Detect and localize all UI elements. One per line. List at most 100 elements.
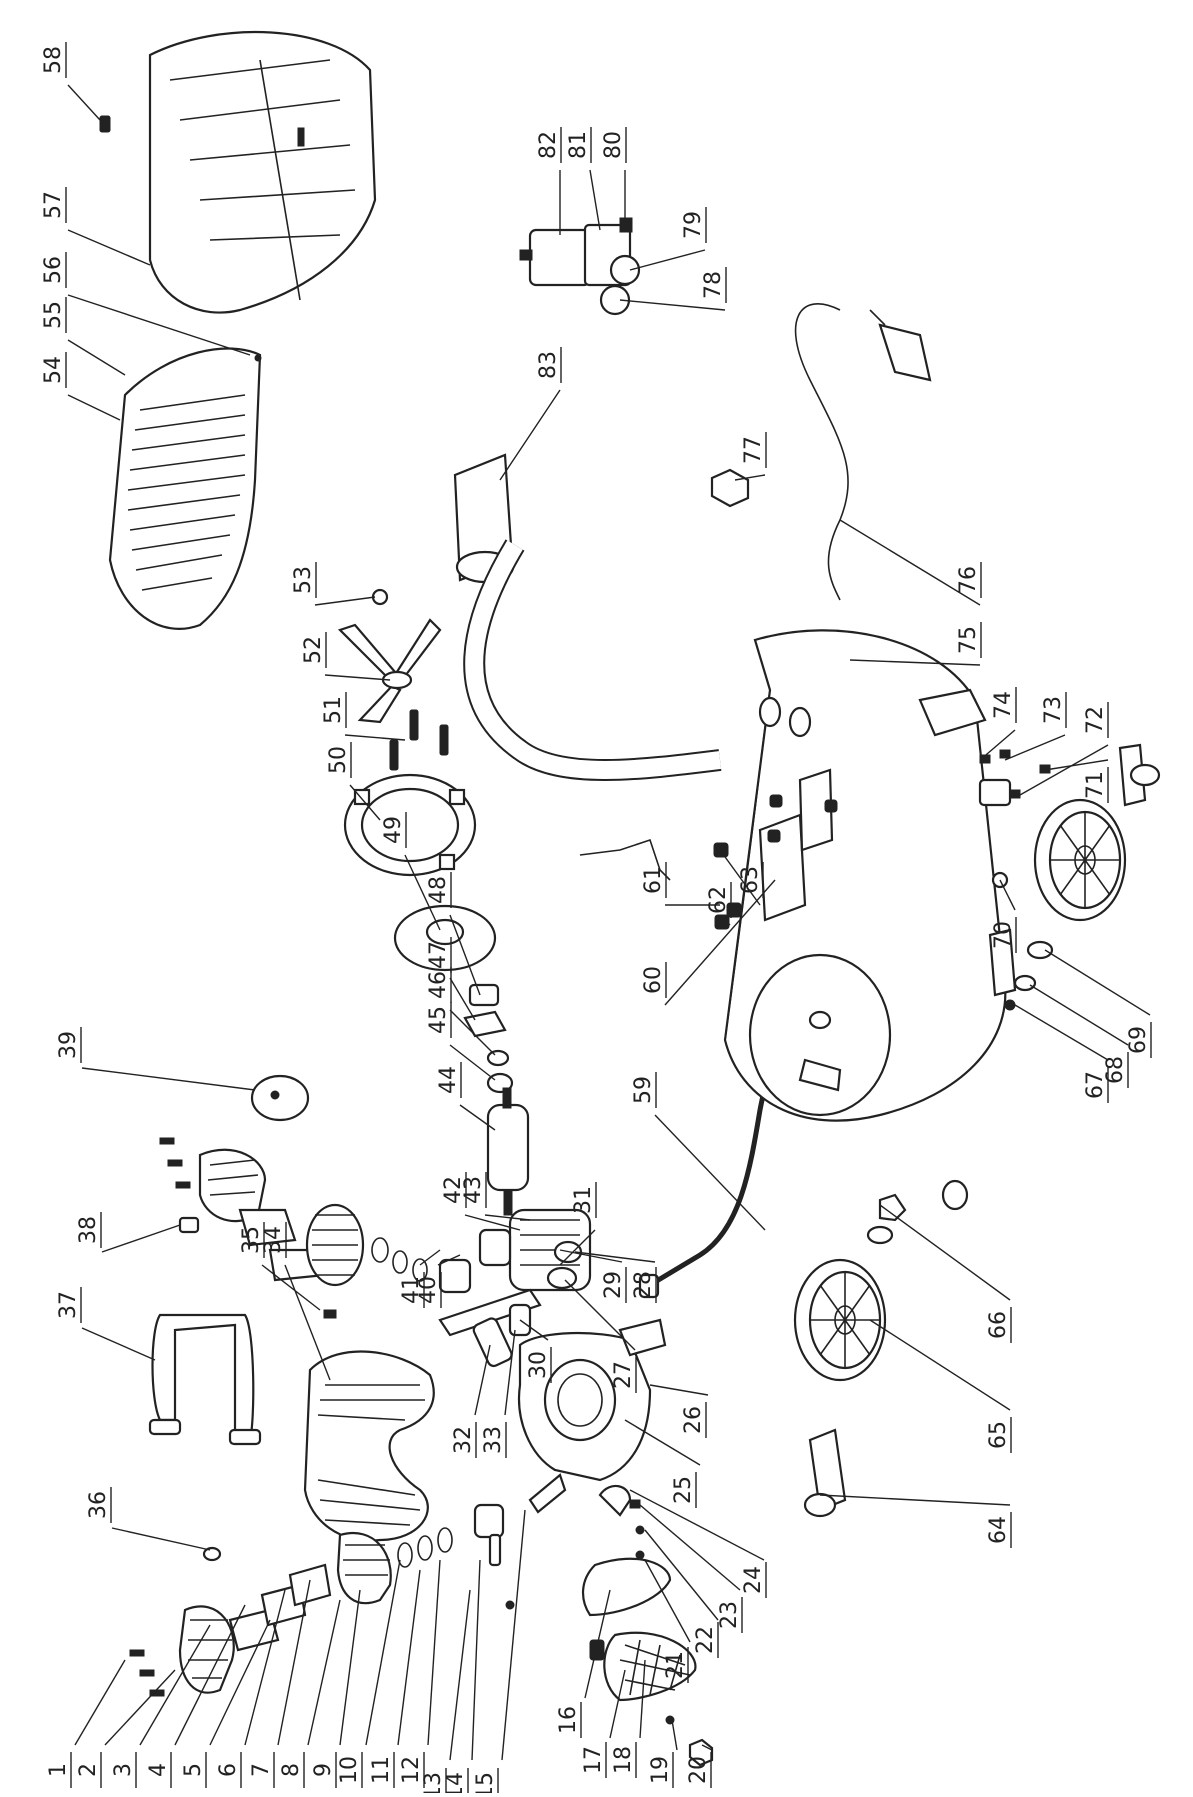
fitting-36 xyxy=(202,1546,222,1562)
leader-line-25 xyxy=(624,1419,701,1466)
callout-label-79: 79 xyxy=(681,211,706,239)
leader-line-63 xyxy=(719,849,761,906)
leader-line-28 xyxy=(574,1251,656,1263)
leader-line-81 xyxy=(589,169,601,231)
leader-line-27 xyxy=(564,1279,636,1351)
callout-label-6: 6 xyxy=(216,1763,241,1777)
shroud-screw xyxy=(99,115,111,133)
callout-label-78: 78 xyxy=(701,271,726,299)
leader-line-33 xyxy=(504,1329,516,1416)
callout-label-43: 43 xyxy=(461,1176,486,1204)
callout-label-4: 4 xyxy=(146,1763,171,1777)
callout-label-42: 42 xyxy=(441,1176,466,1204)
leader-line-24 xyxy=(629,1489,765,1561)
callout-label-2: 2 xyxy=(76,1763,101,1777)
leader-line-4 xyxy=(174,1604,246,1746)
callout-label-82: 82 xyxy=(536,131,561,159)
leader-line-30 xyxy=(519,1319,549,1341)
leader-line-5 xyxy=(209,1619,271,1746)
callout-label-74: 74 xyxy=(991,691,1016,719)
motor-rotor xyxy=(486,1087,530,1216)
wheel-right xyxy=(1004,743,1161,1011)
leader-line-78 xyxy=(619,299,726,311)
leader-line-76 xyxy=(839,519,981,606)
leader-line-77 xyxy=(734,474,766,481)
leader-line-70 xyxy=(999,879,1016,911)
callout-label-27: 27 xyxy=(611,1361,636,1389)
callout-label-58: 58 xyxy=(41,46,66,74)
callout-label-3: 3 xyxy=(111,1763,136,1777)
callout-label-33: 33 xyxy=(481,1426,506,1454)
callout-label-22: 22 xyxy=(693,1626,718,1654)
callout-label-38: 38 xyxy=(76,1216,101,1244)
callout-label-71: 71 xyxy=(1083,771,1108,799)
callout-label-72: 72 xyxy=(1083,706,1108,734)
callout-label-47: 47 xyxy=(426,941,451,969)
leader-line-73 xyxy=(1004,734,1066,761)
callout-label-60: 60 xyxy=(641,966,666,994)
leader-line-9 xyxy=(339,1589,361,1746)
belt-guard xyxy=(303,1350,435,1542)
cylinder-cap xyxy=(250,1074,310,1122)
leader-line-52 xyxy=(324,674,391,681)
air-filter-element xyxy=(603,1631,697,1702)
callout-label-24: 24 xyxy=(741,1566,766,1594)
callout-label-14: 14 xyxy=(443,1772,468,1793)
leader-line-6 xyxy=(244,1589,286,1746)
leader-line-35 xyxy=(261,1264,321,1311)
air-filter-cover xyxy=(582,1557,672,1617)
leader-line-40 xyxy=(437,1254,461,1266)
callout-label-17: 17 xyxy=(581,1746,606,1774)
fitting-24 xyxy=(598,1484,632,1517)
leader-line-16 xyxy=(584,1589,611,1699)
leader-line-8 xyxy=(307,1599,341,1746)
leader-line-12 xyxy=(427,1559,441,1746)
part-18 xyxy=(589,1639,605,1661)
leader-line-49 xyxy=(404,854,441,931)
cooling-fan xyxy=(337,618,442,724)
callout-label-77: 77 xyxy=(741,436,766,464)
callout-label-70: 70 xyxy=(991,921,1016,949)
washer xyxy=(486,1049,510,1067)
leader-line-22 xyxy=(644,1529,719,1621)
leader-line-32 xyxy=(474,1344,491,1416)
leader-line-20 xyxy=(701,1744,713,1751)
motor-shroud xyxy=(148,30,377,314)
leader-line-21 xyxy=(644,1559,691,1643)
leader-line-38 xyxy=(101,1224,181,1253)
carry-handle xyxy=(148,1313,262,1446)
callout-label-16: 16 xyxy=(556,1706,581,1734)
callout-label-80: 80 xyxy=(601,131,626,159)
leader-line-45 xyxy=(449,1044,496,1081)
callout-label-64: 64 xyxy=(986,1516,1011,1544)
callout-label-57: 57 xyxy=(41,191,66,219)
fan-guard xyxy=(108,347,262,630)
callout-label-56: 56 xyxy=(41,256,66,284)
callout-label-73: 73 xyxy=(1041,696,1066,724)
leader-line-65 xyxy=(869,1319,1011,1411)
callout-label-7: 7 xyxy=(249,1763,274,1777)
parts-artwork xyxy=(99,30,1161,1767)
nut-20 xyxy=(688,1738,714,1767)
tank-feet xyxy=(918,688,1051,997)
leader-line-79 xyxy=(629,249,706,271)
callout-label-12: 12 xyxy=(399,1756,424,1784)
leader-line-10 xyxy=(365,1559,401,1746)
plate xyxy=(463,1010,507,1038)
leader-line-75 xyxy=(849,659,981,666)
leader-line-55 xyxy=(67,339,126,376)
hex-nut xyxy=(710,468,750,508)
callout-label-5: 5 xyxy=(181,1763,206,1777)
motor-end-cap xyxy=(393,904,497,972)
bolts xyxy=(389,709,449,771)
leader-line-15 xyxy=(501,1509,526,1761)
leader-line-41 xyxy=(419,1249,441,1266)
power-cord xyxy=(794,303,932,601)
leader-line-59 xyxy=(654,1114,766,1231)
leader-line-71 xyxy=(1044,759,1109,771)
callout-label-66: 66 xyxy=(986,1311,1011,1339)
callout-label-44: 44 xyxy=(436,1066,461,1094)
callout-label-18: 18 xyxy=(611,1746,636,1774)
leader-line-17 xyxy=(609,1669,626,1739)
